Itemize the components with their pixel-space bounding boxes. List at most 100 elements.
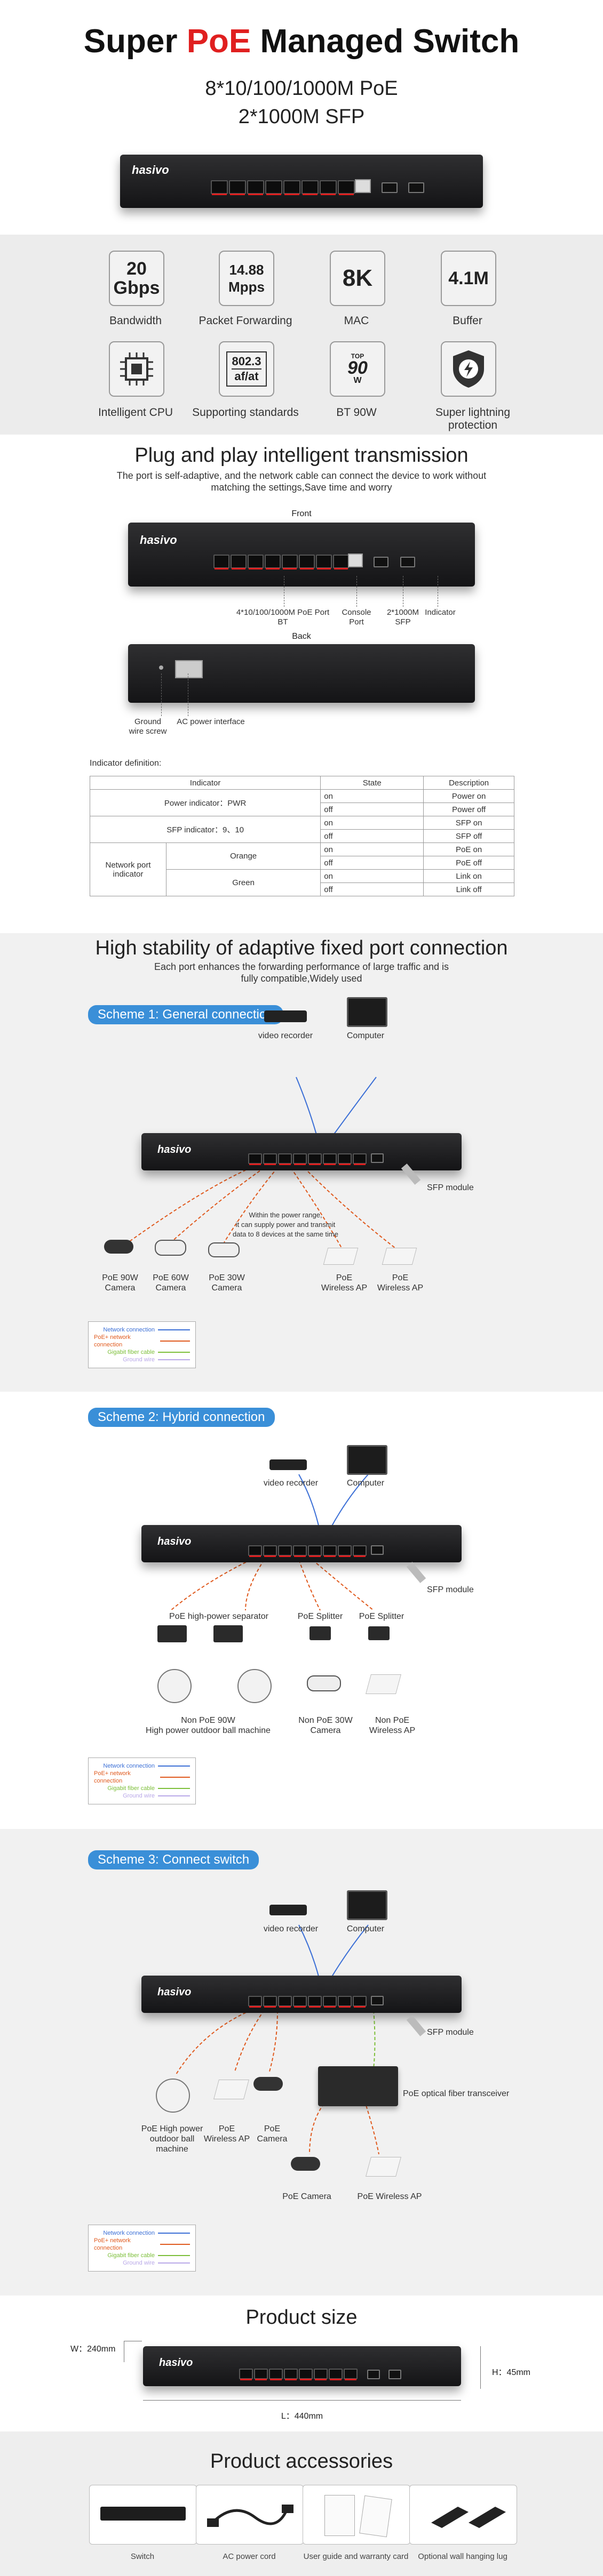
callout-ground: Ground wire screw: [129, 717, 167, 736]
title-accent: PoE: [186, 23, 251, 60]
state-cell: on: [320, 816, 424, 830]
width-label: W：240mm: [70, 2345, 116, 2354]
port-row: [211, 180, 355, 195]
feature-label: Intelligent CPU: [98, 406, 173, 419]
scheme2-section: Scheme 2: Hybrid connection video record…: [0, 1392, 603, 1829]
plug-sub1: The port is self-adaptive, and the netwo…: [116, 470, 487, 481]
scheme2-legend: Network connection PoE+ network connecti…: [88, 1758, 196, 1804]
cam2-label: PoE Camera: [282, 2192, 331, 2201]
size-switch-image: hasivo: [143, 2346, 461, 2386]
computer-icon: [347, 997, 387, 1027]
desc-cell: Power off: [423, 803, 514, 816]
scheme2-wires: [170, 1474, 374, 1611]
legend-label: Gigabit fiber cable: [107, 2252, 155, 2259]
splitter-icon: [368, 1626, 390, 1640]
state-cell: off: [320, 882, 424, 896]
buffer-icon: 4.1M: [441, 251, 496, 306]
computer-label: Computer: [346, 1031, 385, 1040]
callout-poe-port: 4*10/100/1000M PoE Port BT: [236, 608, 330, 627]
separator-label: PoE high-power separator: [169, 1612, 268, 1621]
plug-section: Plug and play intelligent transmission T…: [0, 435, 603, 933]
plug-title: Plug and play intelligent transmission: [134, 444, 469, 467]
ap2-label: PoE Wireless AP: [377, 1273, 424, 1293]
camera-90w-icon: [104, 1240, 133, 1254]
back-switch-image: [128, 644, 475, 703]
th-state: State: [320, 776, 424, 790]
ap-label: PoE Wireless AP: [203, 2124, 250, 2144]
cam30-label: PoE 30W Camera: [209, 1273, 245, 1293]
title-post: Managed Switch: [251, 23, 520, 60]
hero-title: Super PoE Managed Switch: [0, 22, 603, 60]
legend-label: Ground wire: [123, 1793, 155, 1799]
stability-section: High stability of adaptive fixed port co…: [0, 933, 603, 1392]
state-cell: off: [320, 829, 424, 843]
camera-icon: [253, 2077, 283, 2091]
accessory-label: User guide and warranty card: [303, 2552, 409, 2561]
brand-logo: hasivo: [157, 1986, 192, 1998]
indicator-def-label: Indicator definition:: [90, 759, 162, 768]
ap-icon: [366, 2157, 401, 2177]
splitter1-label: PoE Splitter: [297, 1612, 343, 1621]
orange-cell: Orange: [165, 842, 321, 870]
brand-logo: hasivo: [157, 1144, 192, 1155]
ap2-icon: [382, 1248, 417, 1265]
ap1-icon: [323, 1248, 359, 1265]
state-cell: on: [320, 842, 424, 856]
legend-label: Network connection: [103, 2230, 155, 2236]
scheme3-section: Scheme 3: Connect switch video recorder …: [0, 1829, 603, 2296]
port-row: [213, 555, 349, 569]
lightning-shield-icon: [441, 341, 496, 397]
feature-label: Bandwidth: [109, 315, 162, 327]
legend-label: Gigabit fiber cable: [107, 1785, 155, 1792]
ball-label: PoE High power outdoor ball machine: [141, 2124, 203, 2154]
accessory-label: Optional wall hanging lug: [418, 2552, 507, 2561]
splitter2-label: PoE Splitter: [359, 1612, 404, 1621]
state-cell: off: [320, 856, 424, 870]
computer-icon: [347, 1445, 387, 1475]
separator-icon: [213, 1625, 243, 1642]
sfp-module-label: SFP module: [427, 1585, 474, 1594]
callout-console: Console Port: [342, 608, 371, 627]
scheme3-label: Scheme 3: Connect switch: [88, 1850, 259, 1869]
camera-60w-icon: [155, 1240, 186, 1256]
cam60-label: PoE 60W Camera: [153, 1273, 189, 1293]
ap1-label: PoE Wireless AP: [321, 1273, 368, 1293]
accessory-label: Switch: [130, 2552, 155, 2561]
fiber-transceiver-icon: [318, 2066, 398, 2106]
ap2-label: PoE Wireless AP: [357, 2192, 422, 2201]
sfp-module-label: SFP module: [427, 1183, 474, 1192]
legend-label: PoE+ network connection: [94, 1334, 131, 1348]
brand-logo: hasivo: [159, 2357, 193, 2369]
stability-sub2: fully compatible,Widely used: [241, 973, 362, 984]
scheme3-switch-image: hasivo: [141, 1976, 462, 2013]
cpu-icon: [109, 341, 164, 397]
recorder-label: video recorder: [263, 1924, 319, 1933]
accessory-label: AC power cord: [223, 2552, 276, 2561]
camera-icon: [291, 2157, 320, 2171]
mac-icon: 8K: [330, 251, 385, 306]
sfp-module-label: SFP module: [427, 2028, 474, 2037]
scheme1-label: Scheme 1: General connection: [88, 1005, 283, 1024]
plug-sub2: matching the settings,Save time and worr…: [211, 482, 392, 493]
ball-camera-icon: [157, 1669, 192, 1703]
callout-ac: AC power interface: [177, 717, 245, 726]
legend-label: Network connection: [103, 1763, 155, 1769]
feature-label: Packet Forwarding: [199, 315, 292, 327]
th-indicator: Indicator: [89, 776, 321, 790]
cam30-label: Non PoE 30W Camera: [298, 1716, 353, 1735]
accessory-wall-lug: [409, 2485, 517, 2545]
computer-icon: [347, 1890, 387, 1920]
cam-label: PoE Camera: [257, 2124, 288, 2144]
ball-camera-icon: [156, 2079, 190, 2113]
hero-section: Super PoE Managed Switch 8*10/100/1000M …: [0, 0, 603, 235]
length-label: L：440mm: [281, 2412, 323, 2421]
brand-logo: hasivo: [140, 533, 177, 547]
scheme1-wires: [128, 1077, 395, 1248]
separator-icon: [157, 1625, 187, 1642]
ap-label: Non PoE Wireless AP: [369, 1716, 416, 1735]
feature-label: MAC: [344, 315, 369, 327]
